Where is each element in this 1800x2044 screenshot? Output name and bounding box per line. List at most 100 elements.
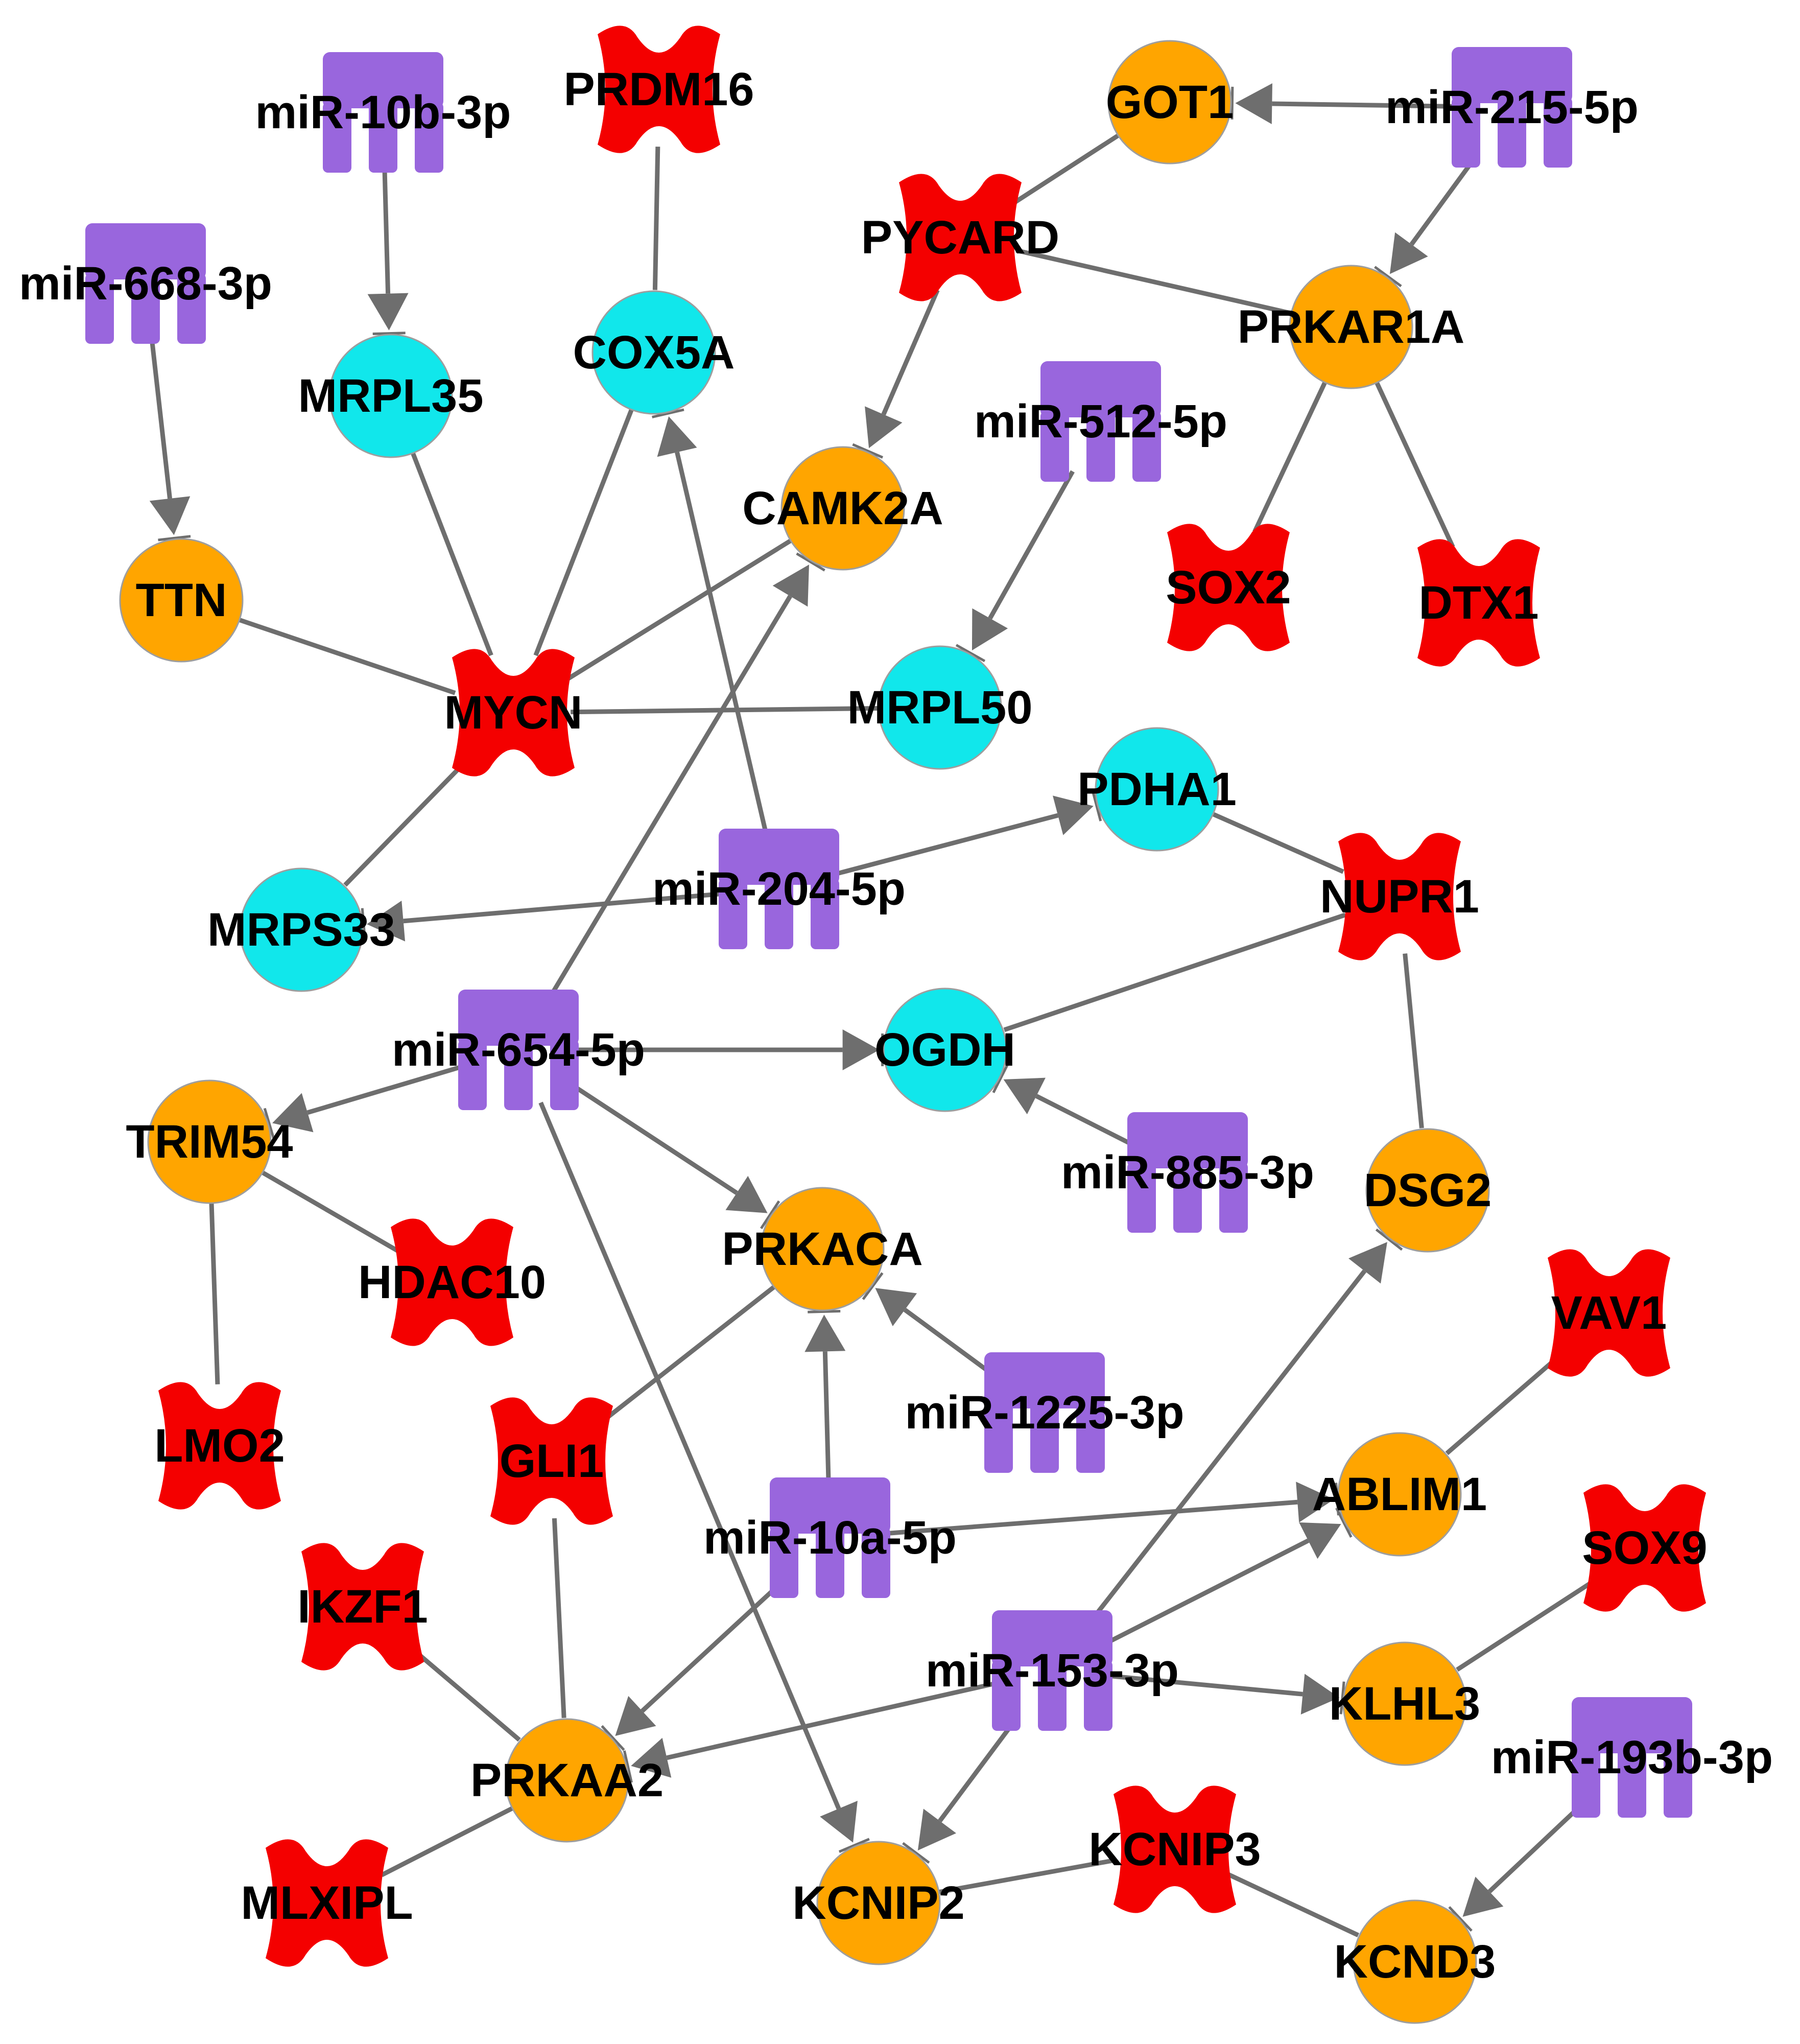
node-miR-193b-3p[interactable]: miR-193b-3p — [1491, 1697, 1773, 1818]
bowtie-glyph — [452, 649, 575, 777]
node-ABLIM1[interactable]: ABLIM1 — [1312, 1432, 1487, 1557]
mirna-glyph-leg — [1452, 97, 1480, 168]
edge-PYCARD-PRKAR1A — [1015, 248, 1291, 316]
edge-line — [666, 1681, 997, 1760]
mirna-glyph-leg — [131, 273, 160, 344]
node-label: KLHL3 — [1329, 1678, 1480, 1730]
node-NUPR1[interactable]: NUPR1 — [1320, 833, 1479, 960]
edge-line — [1109, 1674, 1303, 1697]
mirna-glyph-leg — [1040, 411, 1069, 482]
node-TRIM54[interactable]: TRIM54 — [126, 1079, 293, 1204]
node-PDHA1[interactable]: PDHA1 — [1077, 727, 1237, 852]
node-MRPL35[interactable]: MRPL35 — [298, 334, 484, 458]
arrowhead — [615, 1696, 656, 1736]
mirna-glyph-head — [1572, 1697, 1692, 1753]
node-GOT1[interactable]: GOT1 — [1106, 40, 1234, 165]
edge-tbar — [902, 1842, 930, 1864]
edge-tbar — [838, 1838, 870, 1853]
node-miR-512-5p[interactable]: miR-512-5p — [974, 361, 1227, 482]
node-miR-204-5p[interactable]: miR-204-5p — [652, 829, 906, 949]
edge-tbar — [1339, 1681, 1345, 1714]
arrowhead — [842, 1029, 880, 1070]
node-IKZF1[interactable]: IKZF1 — [297, 1543, 428, 1671]
edge-TRIM54-HDAC10 — [258, 1169, 400, 1254]
node-MYCN[interactable]: MYCN — [444, 649, 583, 777]
node-CAMK2A[interactable]: CAMK2A — [742, 446, 943, 571]
node-miR-10b-3p[interactable]: miR-10b-3p — [255, 52, 511, 173]
node-SOX2[interactable]: SOX2 — [1166, 524, 1291, 651]
arrowhead — [1348, 1242, 1387, 1284]
node-OGDH[interactable]: OGDH — [874, 988, 1015, 1112]
node-label: MYCN — [444, 687, 583, 739]
mirna-glyph-head — [984, 1352, 1105, 1408]
node-PYCARD[interactable]: PYCARD — [861, 174, 1059, 301]
node-miR-153-3p[interactable]: miR-153-3p — [926, 1610, 1179, 1731]
arrowhead — [367, 293, 409, 331]
node-KCNIP3[interactable]: KCNIP3 — [1088, 1785, 1261, 1913]
node-SOX9[interactable]: SOX9 — [1582, 1484, 1708, 1612]
edge-miR2045p-PDHA1 — [834, 789, 1102, 877]
node-miR-10a-5p[interactable]: miR-10a-5p — [703, 1477, 957, 1598]
node-label: MRPL50 — [847, 682, 1033, 734]
node-miR-668-3p[interactable]: miR-668-3p — [19, 223, 272, 344]
node-label: ABLIM1 — [1312, 1468, 1487, 1520]
node-VAV1[interactable]: VAV1 — [1548, 1249, 1670, 1377]
node-label: MRPS33 — [207, 904, 395, 956]
edge-CAMK2A-MYCN — [564, 537, 795, 683]
node-GLI1[interactable]: GLI1 — [490, 1397, 613, 1525]
node-DSG2[interactable]: DSG2 — [1364, 1128, 1492, 1253]
node-TTN[interactable]: TTN — [119, 538, 244, 663]
edge-miR12253p-PRKACA — [862, 1272, 1000, 1381]
arrowhead — [1389, 232, 1428, 274]
bowtie-glyph — [1114, 1785, 1236, 1913]
edge-PRKAA2-MLXIPL — [381, 1804, 516, 1877]
edge-tbar — [652, 408, 684, 418]
node-MRPL50[interactable]: MRPL50 — [847, 645, 1033, 770]
node-label: miR-10b-3p — [255, 86, 511, 138]
edge-miR6545p-TRIM54 — [263, 1064, 464, 1140]
edge-miR2045p-MRPS33 — [361, 891, 722, 942]
edge-tbar — [1230, 86, 1234, 120]
node-miR-654-5p[interactable]: miR-654-5p — [392, 990, 645, 1110]
edge-line — [652, 146, 660, 290]
node-LMO2[interactable]: LMO2 — [154, 1382, 285, 1510]
edge-MYCN-MRPS33 — [343, 752, 475, 887]
edge-tbar — [760, 1200, 780, 1230]
edge-line — [571, 706, 878, 715]
edge-miR2155p-GOT1 — [1230, 83, 1455, 124]
edge-line — [935, 1858, 1115, 1895]
bowtie-glyph — [899, 174, 1022, 301]
node-PRKAR1A[interactable]: PRKAR1A — [1238, 265, 1465, 389]
edge-line — [903, 1308, 1000, 1381]
node-miR-215-5p[interactable]: miR-215-5p — [1385, 47, 1639, 168]
node-MRPS33[interactable]: MRPS33 — [207, 867, 395, 992]
mirna-glyph-head — [85, 223, 206, 279]
node-label: KCNIP2 — [792, 1877, 964, 1929]
node-HDAC10[interactable]: HDAC10 — [358, 1218, 546, 1346]
edge-line — [546, 595, 792, 1002]
mirna-glyph-leg — [1076, 1402, 1105, 1473]
node-MLXIPL[interactable]: MLXIPL — [241, 1839, 413, 1967]
node-miR-1225-3p[interactable]: miR-1225-3p — [905, 1352, 1185, 1473]
edge-PRKAR1A-SOX2 — [1252, 379, 1329, 533]
edge-MRPL35-MYCN — [409, 449, 493, 656]
node-KLHL3[interactable]: KLHL3 — [1329, 1641, 1480, 1766]
circle-glyph — [760, 1187, 885, 1311]
node-KCNIP2[interactable]: KCNIP2 — [792, 1841, 965, 1965]
node-PRKACA[interactable]: PRKACA — [722, 1187, 923, 1311]
node-PRDM16[interactable]: PRDM16 — [563, 26, 754, 153]
mirna-glyph-head — [323, 52, 443, 108]
node-label: miR-654-5p — [392, 1024, 645, 1076]
bowtie-glyph — [1338, 833, 1461, 960]
node-DTX1[interactable]: DTX1 — [1417, 539, 1540, 667]
node-KCND3[interactable]: KCND3 — [1334, 1899, 1496, 2024]
node-PRKAA2[interactable]: PRKAA2 — [470, 1718, 664, 1843]
circle-glyph — [328, 334, 453, 458]
edge-TRIM54-LMO2 — [209, 1200, 220, 1384]
mirna-glyph-leg — [458, 1040, 487, 1110]
edge-miR10a5p-PRKACA — [804, 1310, 846, 1481]
node-miR-885-3p[interactable]: miR-885-3p — [1061, 1112, 1314, 1233]
node-COX5A[interactable]: COX5A — [573, 290, 735, 415]
arrowhead — [1235, 83, 1272, 124]
